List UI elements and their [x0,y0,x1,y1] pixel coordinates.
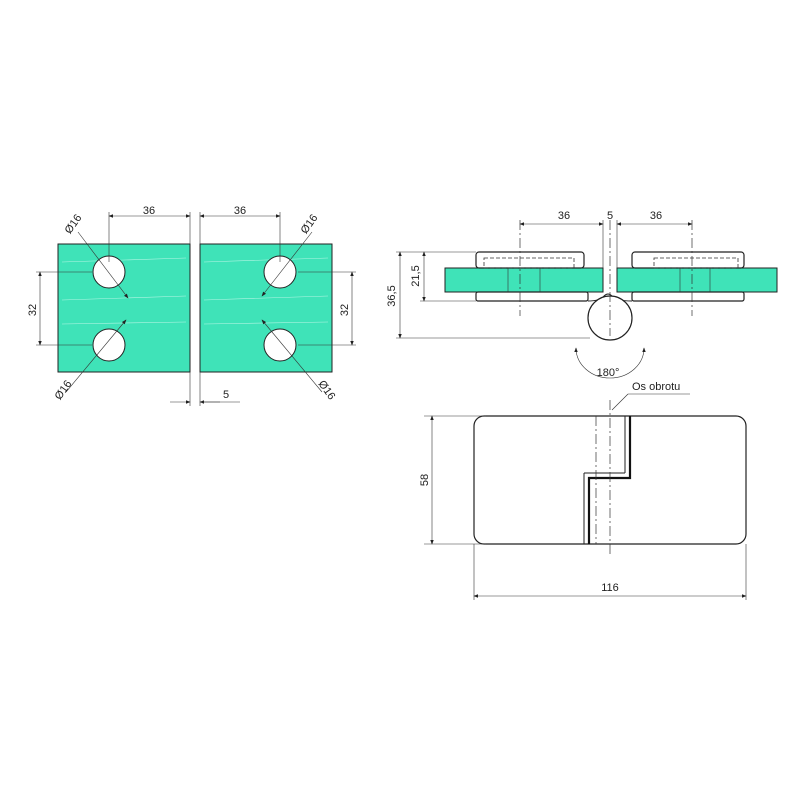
side-bottom-plate-right [631,291,745,302]
axis-label: Os obrotu [632,381,680,393]
side-glass-left [444,267,604,293]
rotation-angle: 180° [597,367,620,379]
side-dim-right-36: 36 [650,210,662,222]
dim-right-36: 36 [234,205,246,217]
label-d16-bottom-left: Ø16 [53,378,75,402]
top-dim-58: 58 [419,474,431,486]
side-dim-gap-5: 5 [607,210,613,222]
side-dim-left-36: 36 [558,210,570,222]
top-view: Os obrotu 58 116 [419,381,747,600]
dim-gap-5: 5 [223,389,229,401]
side-dim-21-5: 21,5 [410,265,422,286]
label-d16-top-left: Ø16 [63,212,85,236]
side-glass-right [616,267,778,293]
label-d16-top-right: Ø16 [299,212,321,236]
side-bottom-plate-left [475,291,589,302]
dim-right-32: 32 [339,304,351,316]
side-dim-36-5: 36,5 [386,285,398,306]
side-top-plate-left [475,251,585,269]
front-view: 36 36 32 32 5 Ø16 Ø16 Ø16 Ø16 [27,205,356,406]
hole-bottom-right [263,328,297,362]
side-view: 36 5 36 21,5 36,5 180° [386,210,778,379]
glass-panel-left [57,243,191,373]
hole-bottom-left [92,328,126,362]
dim-left-36: 36 [143,205,155,217]
label-d16-bottom-right: Ø16 [316,378,338,402]
parting-line [587,416,632,544]
dim-left-32: 32 [27,304,39,316]
side-top-plate-right [631,251,745,269]
top-dim-116: 116 [601,582,619,594]
